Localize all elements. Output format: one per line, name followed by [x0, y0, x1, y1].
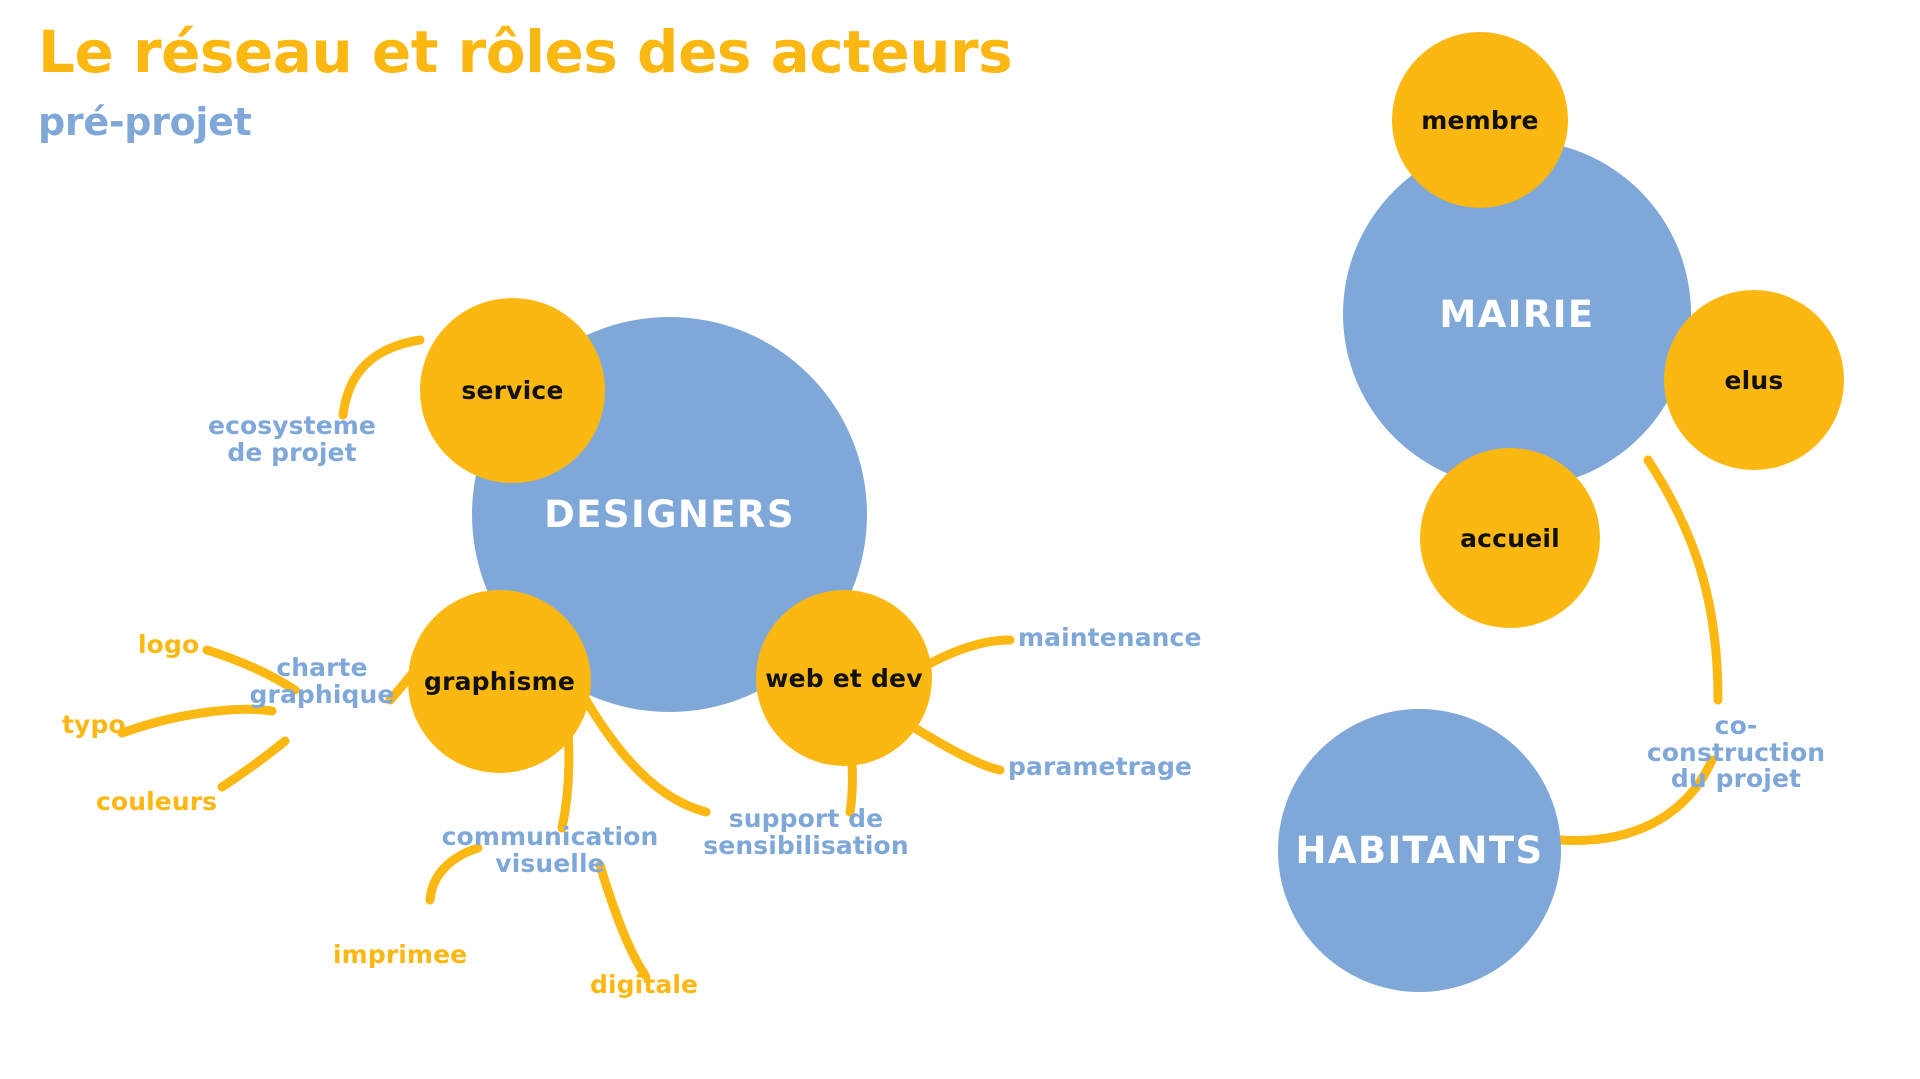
bubble-habitants[interactable]: HABITANTS [1278, 709, 1561, 992]
leaf-support-de-sensibilisation: support de sensibilisation [703, 804, 909, 860]
leaf-imprimee: imprimee [333, 940, 468, 969]
bubble-web-et-dev[interactable]: web et dev [756, 590, 932, 766]
bubble-mairie-label: MAIRIE [1439, 292, 1595, 336]
bubble-designers-label: DESIGNERS [544, 493, 795, 536]
bubble-elus[interactable]: elus [1664, 290, 1844, 470]
link-couleurs-charte [217, 736, 290, 792]
link-web-parametrage [905, 720, 1005, 775]
bubble-accueil-label: accueil [1460, 523, 1560, 553]
bubble-elus-label: elus [1724, 365, 1784, 395]
leaf-couleurs: couleurs [96, 787, 218, 816]
leaf-co-construction-du-projet: co-construction du projet [1646, 711, 1826, 793]
leaf-digitale: digitale [590, 970, 699, 999]
link-elus-coconstruction [1643, 455, 1723, 705]
leaf-maintenance: maintenance [1018, 623, 1202, 652]
leaf-logo: logo [138, 630, 200, 659]
leaf-ecosysteme-de-projet: ecosysteme de projet [208, 411, 376, 467]
bubble-accueil[interactable]: accueil [1420, 448, 1600, 628]
link-communication-digitale [595, 860, 650, 980]
bubble-graphisme[interactable]: graphisme [408, 590, 591, 773]
leaf-parametrage: parametrage [1008, 752, 1193, 781]
link-typo-charte [117, 704, 277, 738]
bubble-web-et-dev-label: web et dev [765, 663, 923, 693]
link-ecosysteme-service [338, 335, 425, 420]
page-subtitle: pré-projet [38, 100, 252, 144]
leaf-typo: typo [62, 710, 126, 739]
leaf-communication-visuelle: communication visuelle [441, 822, 659, 878]
bubble-service-label: service [461, 376, 564, 405]
bubble-membre-label: membre [1421, 105, 1539, 135]
leaf-charte-graphique: charte graphique [249, 653, 395, 709]
bubble-service[interactable]: service [420, 298, 605, 483]
bubble-graphisme-label: graphisme [423, 667, 576, 696]
bubble-habitants-label: HABITANTS [1295, 829, 1544, 872]
bubble-membre[interactable]: membre [1392, 32, 1568, 208]
page-title: Le réseau et rôles des acteurs [38, 18, 1013, 86]
